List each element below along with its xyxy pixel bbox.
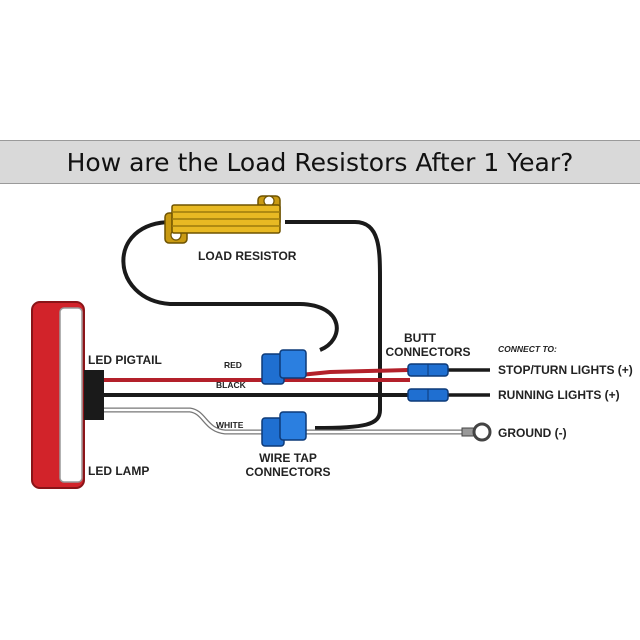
connect-to-label: CONNECT TO: <box>498 344 557 354</box>
wire-tap-connector-bottom <box>261 411 307 447</box>
butt-connectors-label-1: BUTT <box>404 331 437 345</box>
butt-connectors-label-2: CONNECTORS <box>385 345 470 359</box>
ground-ring-terminal <box>461 422 492 442</box>
led-pigtail-label: LED PIGTAIL <box>88 353 162 367</box>
wire-tap-label-1: WIRE TAP <box>259 451 317 465</box>
red-wire-to-butt <box>299 368 409 377</box>
white-wire-label: WHITE <box>216 420 244 430</box>
wire-tap-connector-top <box>261 349 307 385</box>
led-lamp <box>31 301 104 489</box>
load-resistor <box>164 195 281 244</box>
title-banner: How are the Load Resistors After 1 Year? <box>0 140 640 184</box>
ground-label: GROUND (-) <box>498 426 567 440</box>
black-wire-label: BLACK <box>216 380 247 390</box>
running-lights-label: RUNNING LIGHTS (+) <box>498 388 620 402</box>
led-lamp-label: LED LAMP <box>88 464 149 478</box>
butt-connector-top <box>407 363 449 377</box>
resistor-right-wire <box>285 220 382 430</box>
stop-turn-label: STOP/TURN LIGHTS (+) <box>498 363 633 377</box>
resistor-loop-wire <box>121 220 339 352</box>
banner-title: How are the Load Resistors After 1 Year? <box>66 147 574 177</box>
butt-connector-bottom <box>407 388 449 402</box>
load-resistor-label: LOAD RESISTOR <box>198 249 297 263</box>
red-wire-label: RED <box>224 360 242 370</box>
wire-tap-label-2: CONNECTORS <box>245 465 330 479</box>
